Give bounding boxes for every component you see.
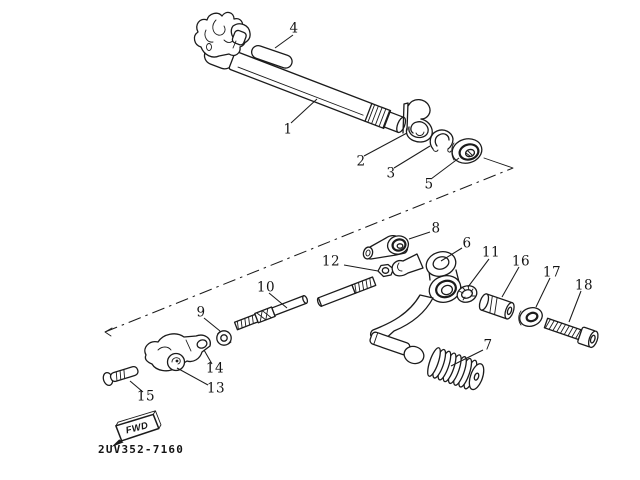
roller — [451, 138, 483, 164]
rod-joint — [144, 333, 211, 372]
callout-16: 16 — [512, 254, 530, 270]
fwd-label: FWD — [125, 420, 150, 436]
callout-17: 17 — [543, 265, 561, 281]
callout-7: 7 — [483, 338, 492, 354]
circlip — [429, 129, 454, 153]
drawing-part-code: 2UV352-7160 — [98, 443, 184, 456]
callout-9: 9 — [196, 305, 205, 321]
axis-centerline — [104, 157, 514, 337]
callout-6: 6 — [462, 236, 471, 252]
callout-3: 3 — [386, 166, 395, 182]
callout-1: 1 — [283, 122, 292, 138]
pedal-rubber — [427, 347, 485, 391]
adjuster-nut-9 — [216, 330, 232, 346]
collar-16 — [478, 293, 515, 320]
bearing-boss — [362, 234, 410, 260]
callout-5: 5 — [424, 177, 433, 193]
fwd-tag: FWD — [111, 410, 162, 448]
leader-lines — [129, 34, 582, 393]
socket-bolt — [543, 317, 599, 349]
callout-18: 18 — [575, 278, 593, 294]
shift-pedal-arm — [369, 251, 462, 365]
callout-14: 14 — [206, 361, 224, 377]
callout-labels: 1 2 3 4 5 6 7 8 9 10 11 12 13 14 15 16 1… — [137, 21, 593, 405]
callout-12: 12 — [322, 254, 340, 270]
shift-shaft-claw-head — [193, 11, 251, 58]
shaft-pin — [250, 44, 293, 69]
pivot-bolt — [102, 365, 139, 387]
callout-2: 2 — [356, 154, 365, 170]
callout-13: 13 — [207, 381, 225, 397]
callout-15: 15 — [137, 389, 155, 405]
spring-washer-11 — [456, 285, 478, 303]
shift-rod-front — [233, 295, 309, 331]
callout-10: 10 — [257, 280, 275, 296]
callout-11: 11 — [482, 245, 500, 261]
torsion-spring — [402, 98, 433, 143]
shift-rod-rear — [316, 276, 377, 307]
shift-shaft — [203, 41, 407, 134]
washer-17 — [518, 307, 543, 327]
callout-8: 8 — [431, 221, 440, 237]
callout-4: 4 — [289, 21, 298, 37]
locknut-12 — [377, 263, 395, 278]
